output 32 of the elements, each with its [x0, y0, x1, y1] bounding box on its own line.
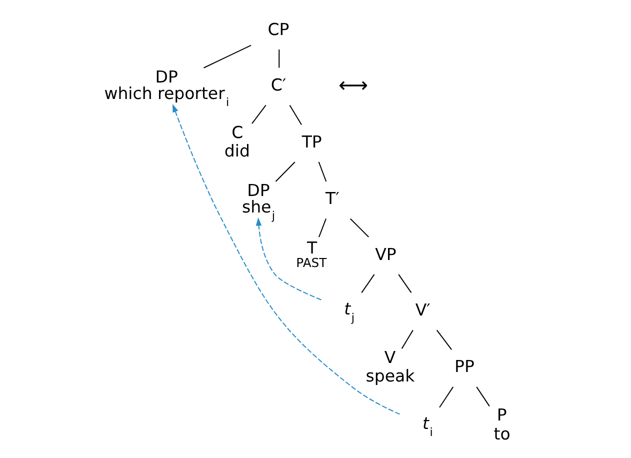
connector — [252, 104, 266, 124]
node-text: CP — [268, 20, 290, 39]
node-text: TP — [302, 132, 322, 152]
connector — [436, 330, 452, 350]
node-text: P to — [494, 406, 510, 444]
node-text: C′ — [270, 76, 286, 95]
arrow — [256, 217, 322, 300]
connector — [439, 386, 454, 408]
node-text: T PAST — [296, 238, 327, 270]
node-text: C did — [224, 122, 250, 161]
node-text: t$_{j}$ — [344, 299, 355, 324]
connector — [398, 274, 412, 294]
node-text: VP — [375, 244, 396, 264]
node-text: PP — [454, 357, 474, 376]
connector — [204, 44, 252, 68]
connector — [476, 386, 490, 406]
node-text: t$_{i}$ — [422, 414, 433, 439]
connector — [275, 162, 296, 182]
arrow — [172, 104, 400, 415]
node-text: DP which reporter$_{i}$ — [104, 67, 230, 109]
node-text: DP she$_{j}$ — [242, 180, 276, 222]
connector — [278, 49, 280, 68]
connector — [350, 218, 370, 238]
connector — [361, 274, 375, 294]
node-text: V speak — [366, 348, 415, 386]
node-text: T′ — [326, 189, 340, 208]
connector — [401, 330, 414, 349]
label: ⟷ — [338, 72, 368, 97]
connector — [318, 162, 327, 182]
connector — [289, 104, 302, 126]
connector — [318, 218, 326, 238]
node-text: V′ — [415, 300, 430, 320]
